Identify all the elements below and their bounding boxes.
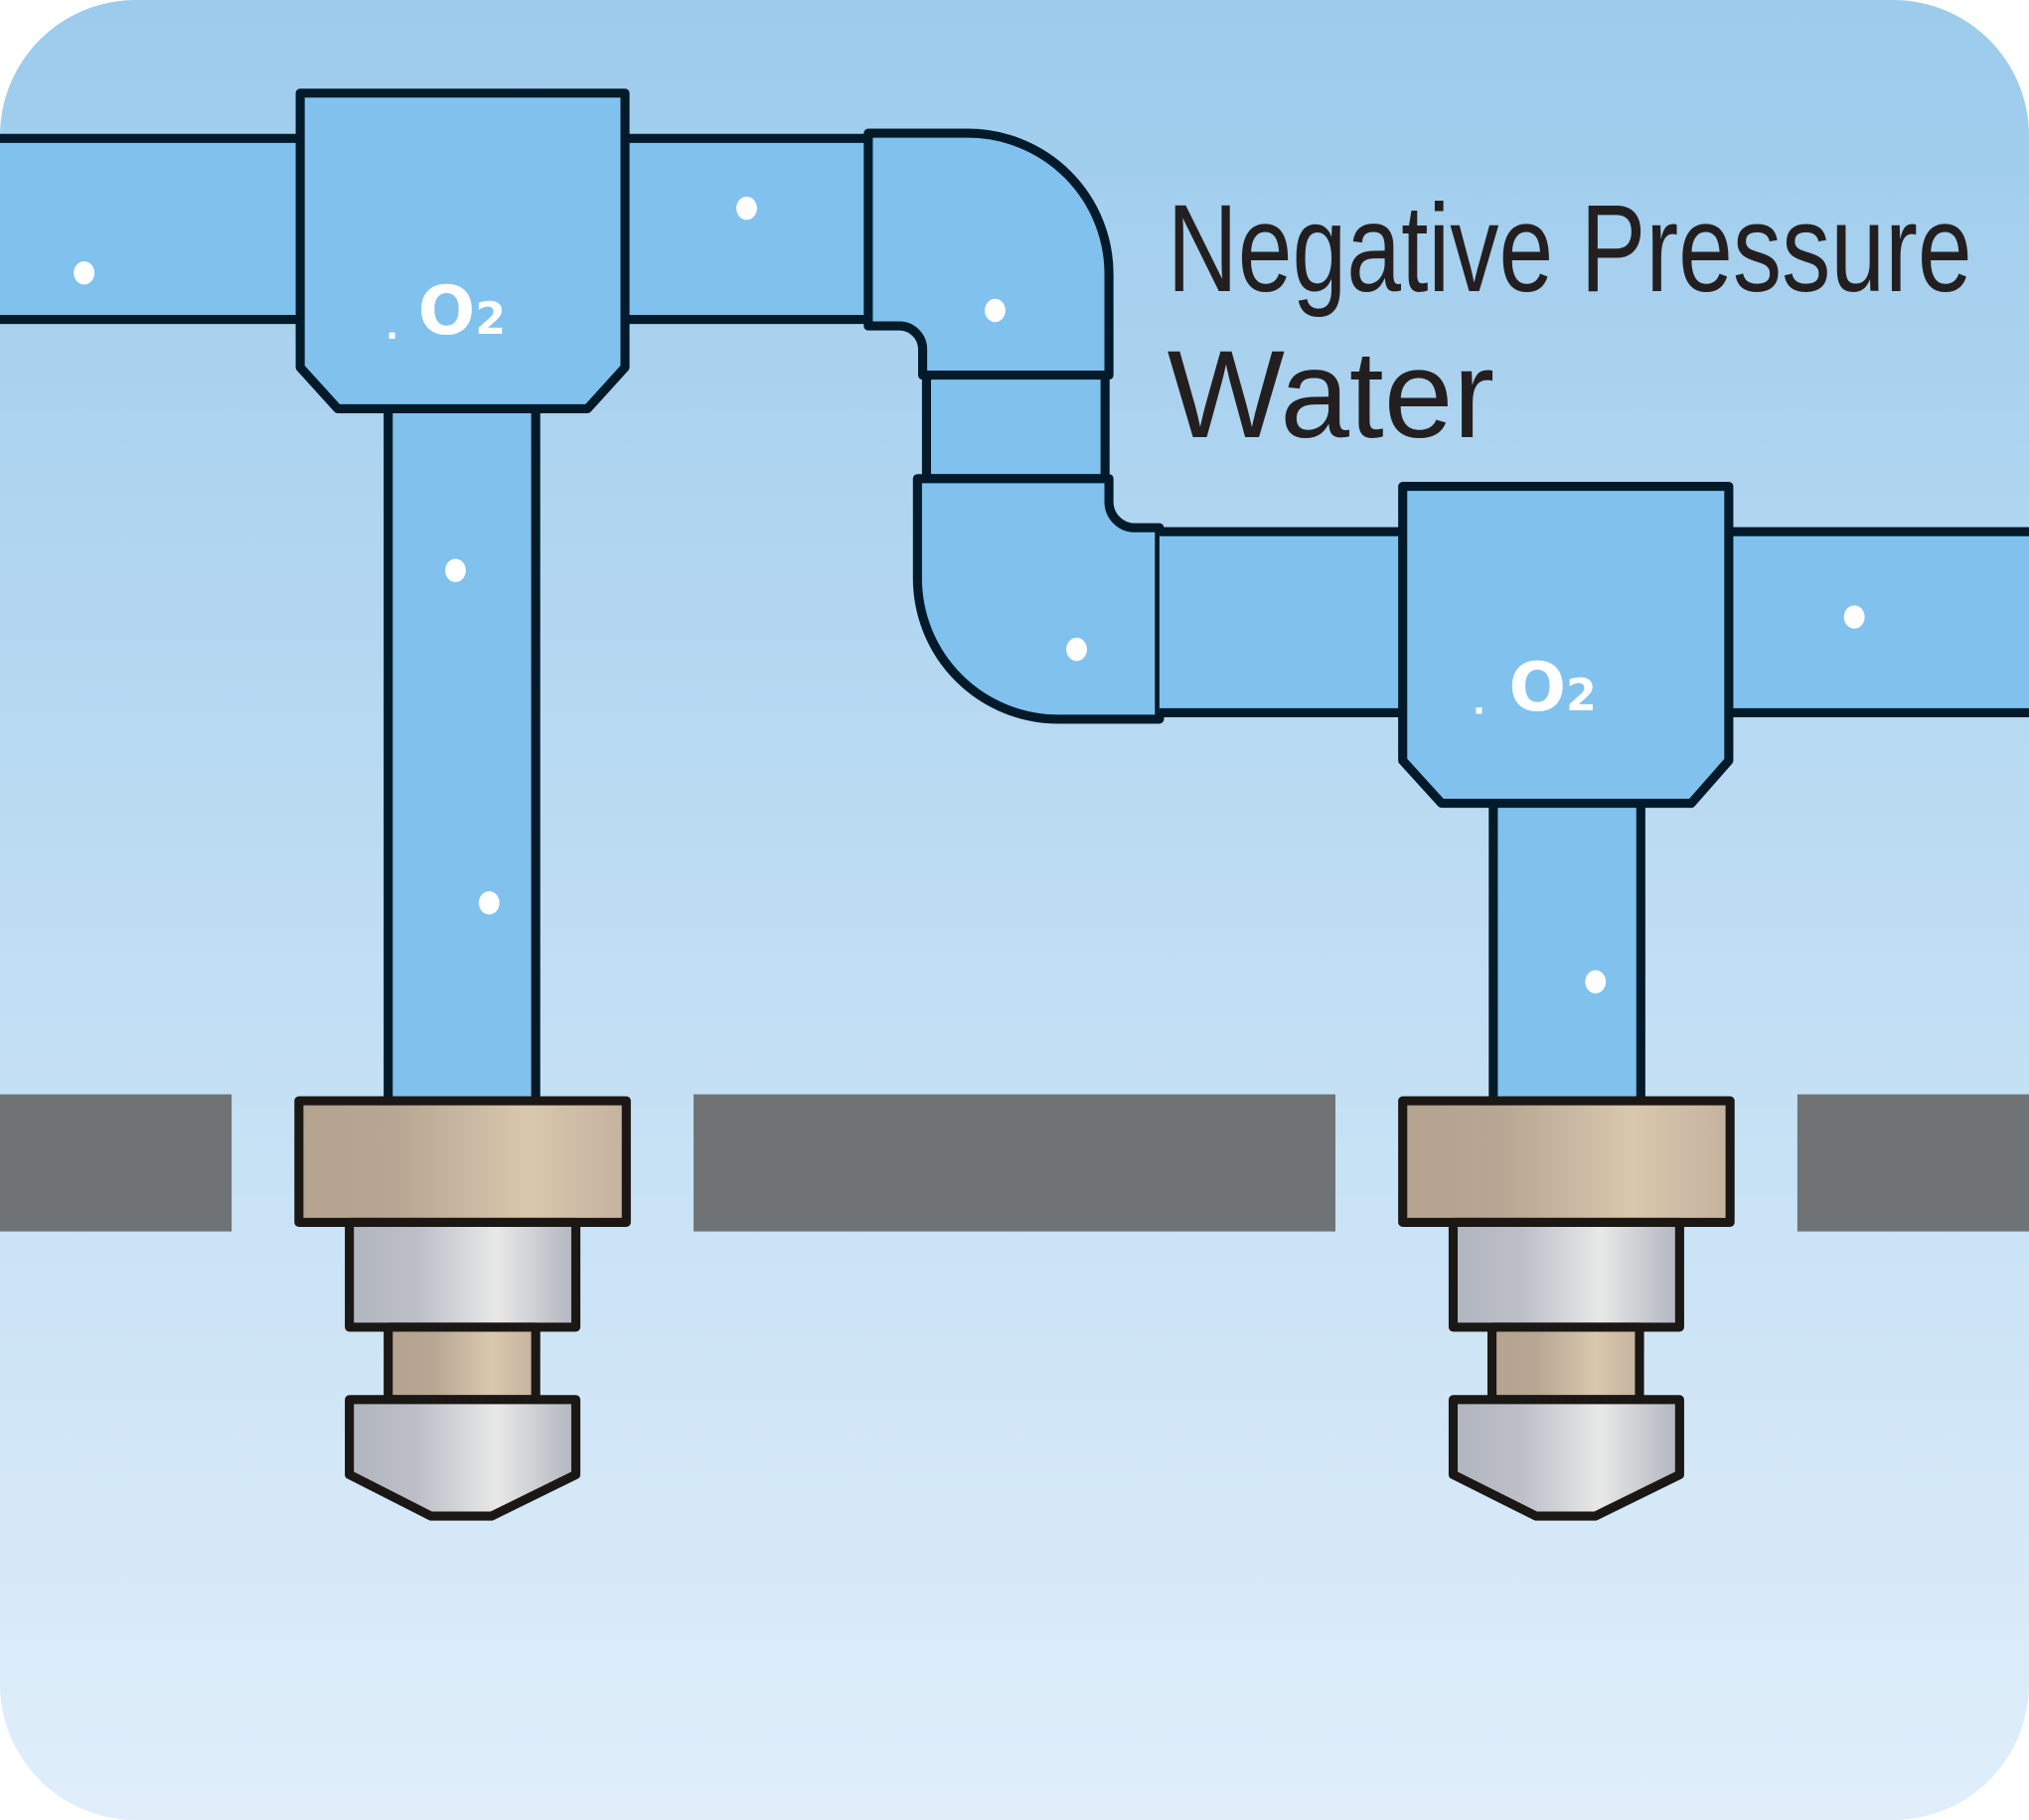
bubble [1585,970,1607,993]
brass-collar [294,1096,631,1228]
title-line-1: Negative Pressure [1168,180,1972,318]
nozzle-tip [1448,1395,1684,1521]
o2-label: O2 [418,271,506,350]
bubble [736,196,757,221]
bubble [74,261,95,285]
floor-slab [0,1094,2029,1232]
brass-neck [1486,1322,1644,1405]
steel-ring [1448,1217,1684,1332]
steel-ring [345,1217,581,1332]
bubble-dot-text: . [386,308,398,347]
pipe-top-middle [625,133,871,325]
floor-segment [694,1094,1335,1232]
elbow-upper [863,128,1114,380]
elbow-lower [912,474,1165,724]
oxygen-bubbles [74,196,1865,993]
pipe-top-left [0,133,301,325]
brass-neck [384,1322,541,1405]
pipe-riser [921,371,1110,484]
o2-label: O2 [1508,648,1596,726]
title-line-2: Water [1168,326,1494,464]
bubble [1066,637,1087,662]
bubble [478,891,500,915]
bubble [1843,605,1865,629]
floor-segment [1796,1094,2029,1232]
nozzle-tip [345,1395,581,1521]
nozzle-assembly-left [294,1096,631,1521]
bubble-dot-text: . [1473,683,1485,722]
pipe-drop-left [384,396,541,1111]
tee-fitting-left: . O2 [295,88,630,414]
bubble [985,298,1006,323]
pipe-drop-right [1488,791,1645,1111]
tee-fitting-right: . O2 [1398,482,1734,809]
pipe-lower-middle [1159,527,1403,717]
bubble [444,558,466,582]
floor-segment [0,1094,233,1232]
nozzle-assembly-right [1398,1096,1735,1521]
brass-collar [1398,1096,1735,1228]
pipe-lower-right [1728,527,2029,717]
